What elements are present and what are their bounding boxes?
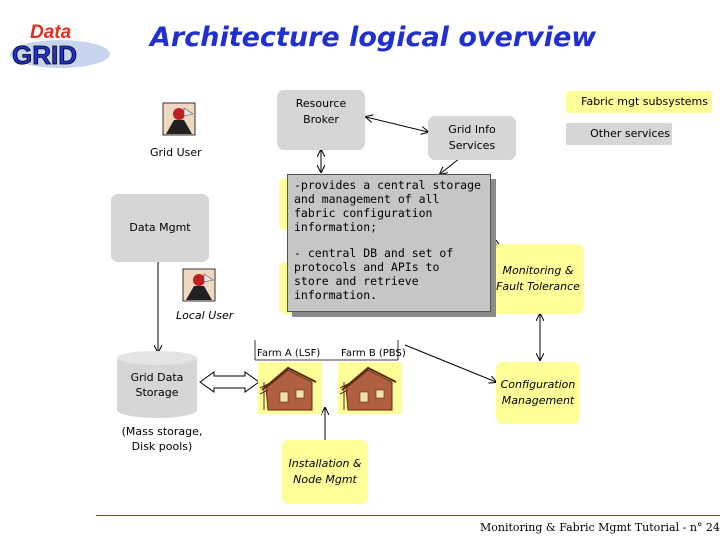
grid-user-icon	[162, 102, 196, 140]
data-mgmt-box: Data Mgmt	[111, 194, 209, 262]
page-title: Architecture logical overview	[150, 22, 597, 53]
datagrid-logo-graphic: Data GRID	[10, 22, 110, 70]
installation-node-mgmt-label: Installation & Node Mgmt	[288, 457, 362, 486]
logo-data-text: Data	[30, 22, 72, 43]
local-user-icon	[182, 268, 216, 306]
configuration-management-label: Configuration Management	[500, 378, 576, 407]
mass-storage-label: (Mass storage, Disk pools)	[121, 425, 203, 453]
grid-data-storage-label: Grid Data Storage	[130, 371, 184, 399]
footer-text: Monitoring & Fabric Mgmt Tutorial - n° 2…	[480, 521, 720, 534]
monitoring-fault-tolerance-label: Monitoring & Fault Tolerance	[496, 264, 580, 293]
legend-other-swatch: Other services	[566, 123, 672, 145]
monitoring-fault-tolerance-box: Monitoring & Fault Tolerance	[492, 244, 584, 314]
configuration-management-box: Configuration Management	[496, 362, 580, 424]
data-mgmt-label: Data Mgmt	[129, 221, 191, 234]
grid-info-services-box: Grid Info Services	[428, 116, 516, 160]
logo-grid-text: GRID	[12, 40, 77, 70]
popup-paragraph-1: -provides a central storage and manageme…	[294, 178, 481, 234]
legend-other-label: Other services	[590, 127, 670, 140]
configuration-popup: -provides a central storage and manageme…	[287, 174, 491, 312]
footer-divider	[96, 515, 720, 516]
grid-data-storage-cylinder	[116, 350, 198, 420]
resource-broker-label: Resource Broker	[295, 97, 347, 126]
legend-fabric-label: Fabric mgt subsystems	[581, 95, 708, 108]
grid-info-services-label: Grid Info Services	[448, 123, 496, 152]
farm-a-house-icon	[258, 362, 322, 418]
legend-fabric-swatch: Fabric mgt subsystems	[566, 91, 712, 113]
farm-b-house-icon	[338, 362, 402, 418]
popup-gap	[294, 234, 484, 246]
popup-paragraph-2: - central DB and set of protocols and AP…	[294, 246, 454, 302]
farm-b-label: Farm B (PBS)	[341, 348, 406, 359]
installation-node-mgmt-box: Installation & Node Mgmt	[282, 440, 368, 504]
local-user-label: Local User	[176, 309, 234, 322]
grid-user-label: Grid User	[150, 146, 202, 159]
farm-a-label: Farm A (LSF)	[257, 348, 321, 359]
resource-broker-box: Resource Broker	[277, 90, 365, 150]
datagrid-logo: Data GRID	[8, 20, 112, 70]
